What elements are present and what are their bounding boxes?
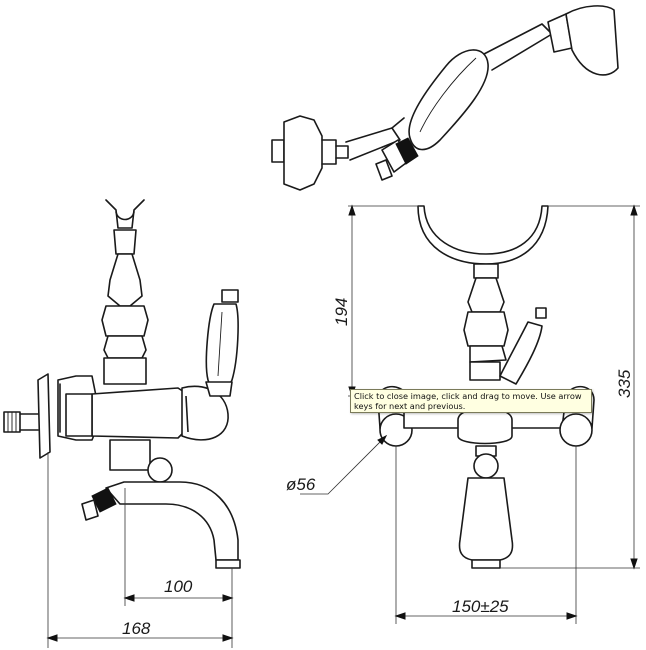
dimension-lines — [46, 204, 640, 648]
dim-168-label: 168 — [122, 619, 151, 638]
front-view — [377, 205, 595, 569]
side-view — [3, 199, 241, 569]
hand-shower-view — [271, 5, 619, 191]
dim-100-label: 100 — [164, 577, 193, 596]
dim-194-label: 194 — [332, 298, 351, 326]
image-viewer-tooltip[interactable]: Click to close image, click and drag to … — [350, 389, 592, 413]
dim-335-label: 335 — [615, 369, 634, 398]
dimension-labels: 100 168 150±25 ø56 194 335 — [122, 298, 634, 638]
dim-56-label: ø56 — [286, 475, 316, 494]
dim-150-label: 150±25 — [452, 597, 509, 616]
